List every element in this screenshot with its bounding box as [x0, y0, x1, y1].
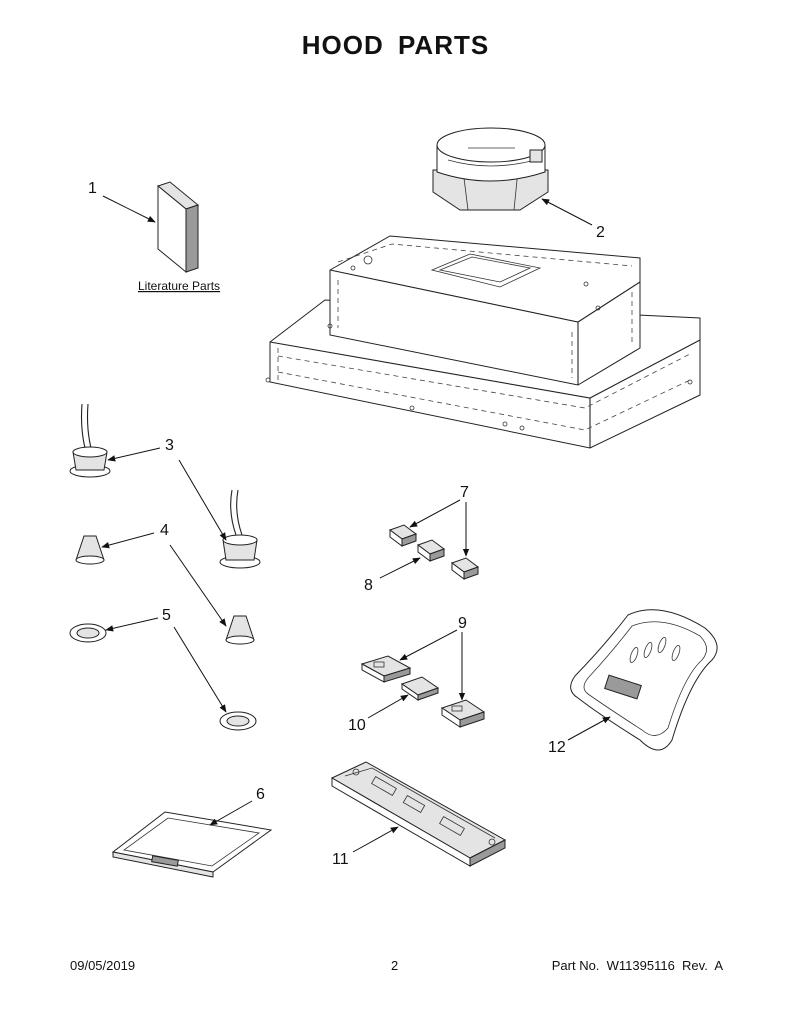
lamp-socket-part-2[interactable] [219, 489, 261, 569]
callout-5: 5 [162, 607, 171, 624]
footer-part-number: Part No. W11395116 Rev. A [551, 958, 723, 973]
lamp-lens-part-2[interactable] [219, 711, 257, 731]
callout-11: 11 [332, 851, 349, 868]
control-board-part-2[interactable] [400, 676, 440, 701]
hood-body [265, 235, 701, 449]
callout-3: 3 [165, 437, 174, 454]
switch-part-2[interactable] [416, 539, 446, 562]
control-board-part-3[interactable] [440, 699, 486, 728]
callout-7: 7 [460, 484, 469, 501]
callout-9: 9 [458, 615, 467, 632]
lamp-socket-part[interactable] [69, 403, 111, 478]
blower-motor-part[interactable] [432, 127, 549, 211]
callout-4: 4 [160, 522, 169, 539]
callout-1: 1 [88, 180, 97, 197]
callout-10: 10 [348, 717, 366, 734]
control-board-part[interactable] [360, 655, 412, 683]
switch-part[interactable] [388, 524, 418, 547]
light-bulb-part-2[interactable] [225, 615, 255, 645]
light-bulb-part[interactable] [75, 535, 105, 565]
callout-arrows [101, 195, 611, 853]
literature-booklet-part[interactable] [156, 181, 200, 274]
callout-2: 2 [596, 224, 605, 241]
literature-parts-label: Literature Parts [138, 279, 220, 293]
callout-8: 8 [364, 577, 373, 594]
callout-6: 6 [256, 786, 265, 803]
switch-part-3[interactable] [450, 557, 480, 580]
footer-date: 09/05/2019 [70, 958, 136, 973]
footer-page-number: 2 [391, 958, 399, 973]
callout-12: 12 [548, 739, 566, 756]
mounting-template-part[interactable] [570, 609, 718, 751]
control-panel-part[interactable] [330, 761, 507, 867]
grease-filter-part[interactable] [111, 811, 273, 878]
lamp-lens-part[interactable] [69, 623, 107, 643]
page-title: HOOD PARTS [301, 30, 490, 60]
